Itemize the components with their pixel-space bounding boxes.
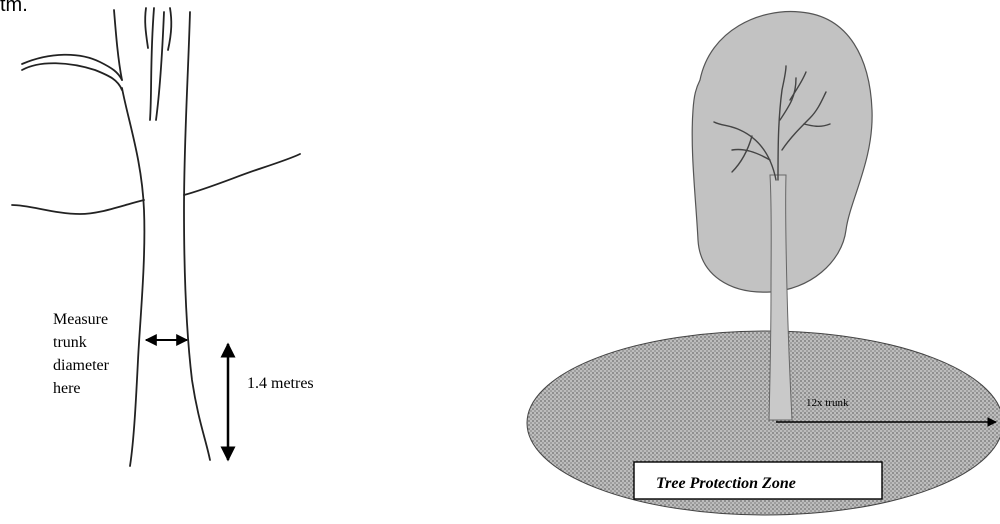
measure-label: Measure trunk diameter here <box>53 311 110 397</box>
left-tree-drawing <box>12 8 300 466</box>
measure-label-line-4: here <box>53 380 81 397</box>
height-label: 1.4 metres <box>247 375 314 392</box>
zone-label: Tree Protection Zone <box>656 475 796 492</box>
measure-label-line-2: trunk <box>53 334 87 351</box>
measure-label-line-3: diameter <box>53 357 110 374</box>
radius-label: 12x trunk <box>806 397 849 409</box>
measure-label-line-1: Measure <box>53 311 108 328</box>
page-fragment-text: tm. <box>0 0 28 16</box>
